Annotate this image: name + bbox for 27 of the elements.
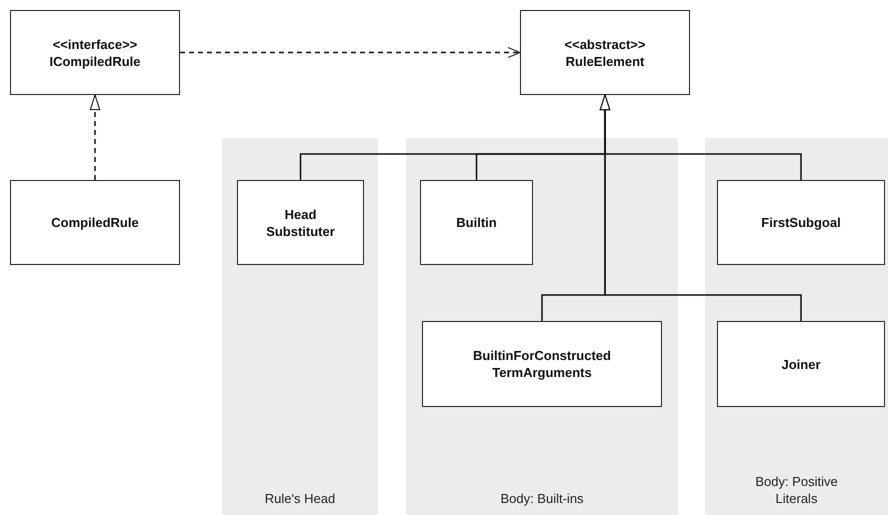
lane-label: Rule's Head: [264, 490, 336, 507]
realization-arrow: [90, 94, 100, 180]
stereotype-label: <<interface>>: [52, 36, 138, 52]
class-box: [237, 180, 364, 265]
class-name: CompiledRule: [51, 214, 139, 231]
class-box: [420, 180, 533, 265]
class-name: Head Substituter: [265, 206, 336, 240]
swimlane-band: [222, 138, 378, 515]
class-box: [520, 10, 690, 95]
generalization-arrow: [600, 94, 802, 321]
class-name: RuleElement: [566, 52, 644, 70]
class-box: [717, 321, 885, 407]
swimlane-band: [406, 138, 678, 515]
lane-label: Body: Built-ins: [499, 490, 585, 507]
swimlane-band: [705, 138, 888, 515]
class-name: FirstSubgoal: [761, 214, 841, 231]
class-box: [10, 10, 180, 95]
class-box: [422, 321, 662, 407]
class-name: Joiner: [781, 356, 820, 372]
class-name: Builtin: [456, 214, 497, 231]
dependency-arrow: [180, 46, 521, 58]
class-name: BuiltinForConstructed TermArguments: [472, 347, 612, 381]
stereotype-label: <<abstract>>: [564, 36, 646, 52]
class-box: [10, 180, 180, 265]
class-box: [717, 180, 885, 265]
class-name: ICompiledRule: [49, 52, 140, 70]
lane-label: Body: Positive Literals: [754, 473, 839, 507]
